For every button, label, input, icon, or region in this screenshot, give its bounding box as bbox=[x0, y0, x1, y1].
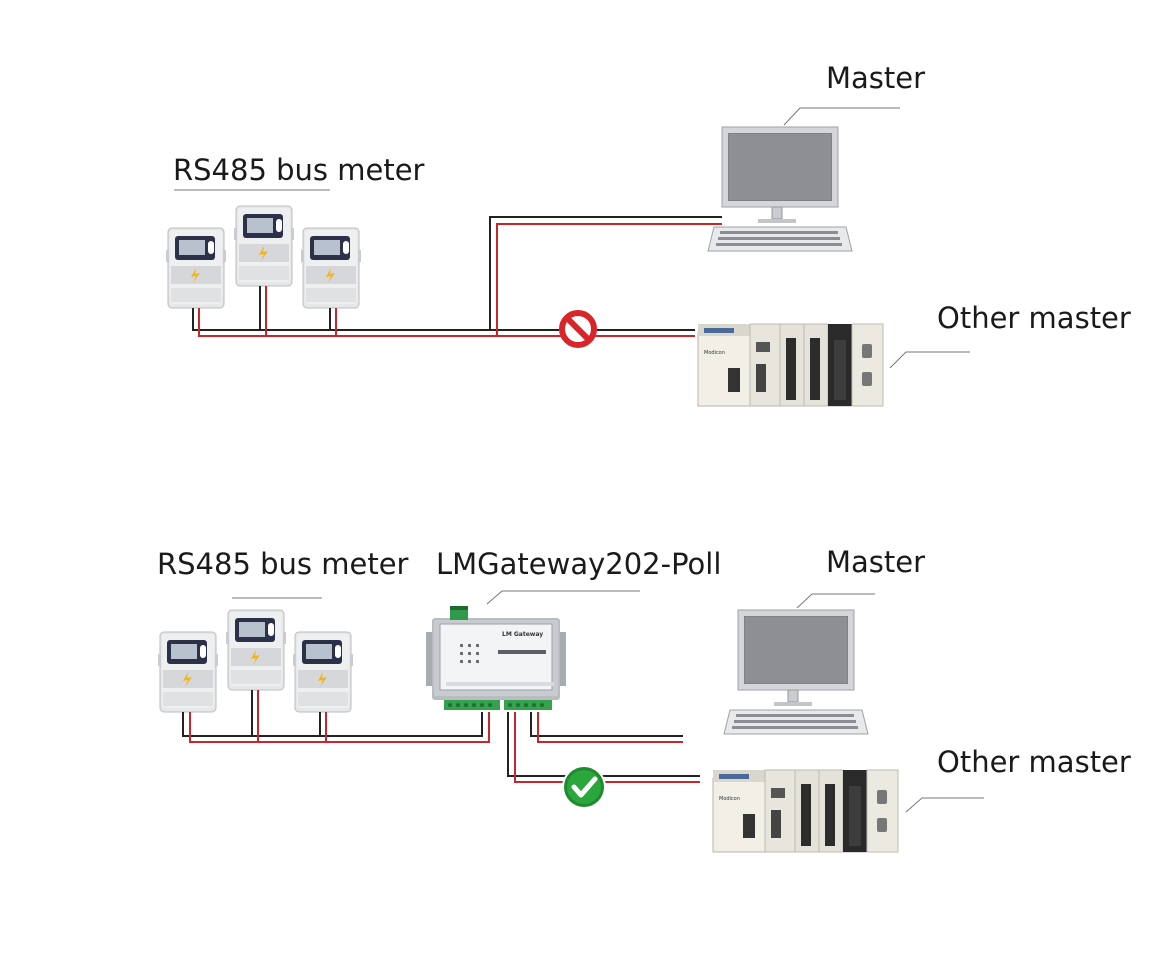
bottom-scenario: RS485 bus meter LMGateway202-Poll Master… bbox=[157, 545, 1131, 853]
top-meter-label: RS485 bus meter bbox=[173, 153, 425, 187]
top-master-label: Master bbox=[826, 61, 925, 95]
top-meter-1 bbox=[165, 227, 227, 309]
top-leader-lines bbox=[174, 107, 970, 369]
top-other-master-plc bbox=[697, 323, 884, 407]
prohibited-icon bbox=[559, 310, 597, 348]
top-bus-wires bbox=[192, 216, 722, 337]
top-meter-group bbox=[165, 205, 362, 309]
bottom-other-master-label: Other master bbox=[937, 745, 1131, 779]
bottom-master-computer bbox=[723, 609, 869, 735]
bottom-meter-group bbox=[157, 609, 354, 713]
bottom-meter-label: RS485 bus meter bbox=[157, 547, 409, 581]
top-other-master-label: Other master bbox=[937, 301, 1131, 335]
bottom-master-label: Master bbox=[826, 545, 925, 579]
top-meter-3 bbox=[300, 227, 362, 309]
gateway-label: LMGateway202-Poll bbox=[436, 547, 721, 581]
bottom-meter-1 bbox=[157, 631, 219, 713]
gateway-device bbox=[425, 605, 567, 711]
bottom-bus-wires bbox=[182, 690, 700, 783]
bottom-meter-3 bbox=[292, 631, 354, 713]
top-scenario: RS485 bus meter Master Other master bbox=[165, 61, 1131, 407]
bottom-meter-2 bbox=[225, 609, 287, 691]
check-icon bbox=[562, 765, 606, 809]
top-master-computer bbox=[707, 126, 853, 252]
bottom-other-master-plc bbox=[712, 769, 899, 853]
top-meter-2 bbox=[233, 205, 295, 287]
bottom-leader-lines bbox=[232, 590, 984, 813]
